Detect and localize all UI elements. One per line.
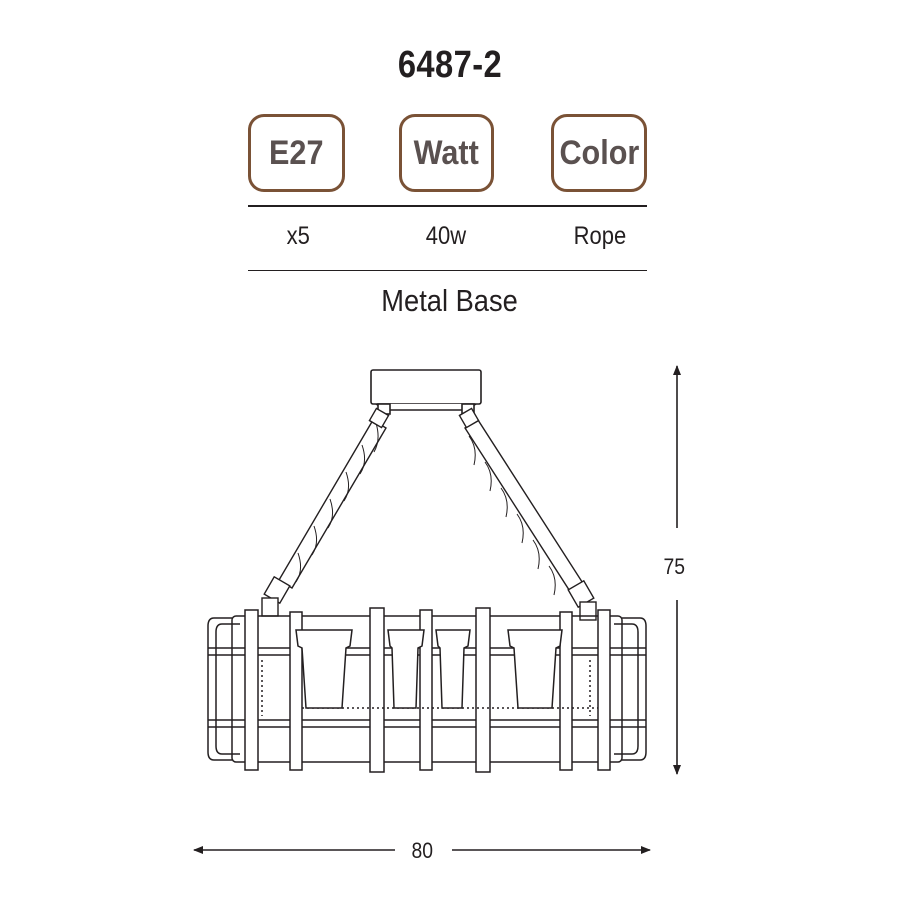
color-value: Rope xyxy=(573,222,627,250)
socket-badge: E27 xyxy=(248,114,345,192)
socket-label: E27 xyxy=(269,133,324,172)
width-label: 80 xyxy=(411,838,434,863)
spec-rule-top xyxy=(248,205,647,207)
color-label: Color xyxy=(559,133,639,172)
cage-frame xyxy=(207,607,647,773)
lamp-shades xyxy=(295,629,563,709)
watt-label: Watt xyxy=(413,133,480,172)
watt-badge: Watt xyxy=(399,114,494,192)
color-badge: Color xyxy=(551,114,647,192)
material-label: Metal Base xyxy=(381,283,519,318)
rope-right xyxy=(458,407,597,621)
watt-value: 40w xyxy=(425,222,467,250)
rope-left xyxy=(261,407,390,617)
model-title: 6487-2 xyxy=(397,44,503,86)
height-label: 75 xyxy=(663,554,686,579)
ceiling-canopy xyxy=(370,369,482,415)
socket-value: x5 xyxy=(286,222,310,250)
spec-rule-bottom xyxy=(248,270,647,271)
